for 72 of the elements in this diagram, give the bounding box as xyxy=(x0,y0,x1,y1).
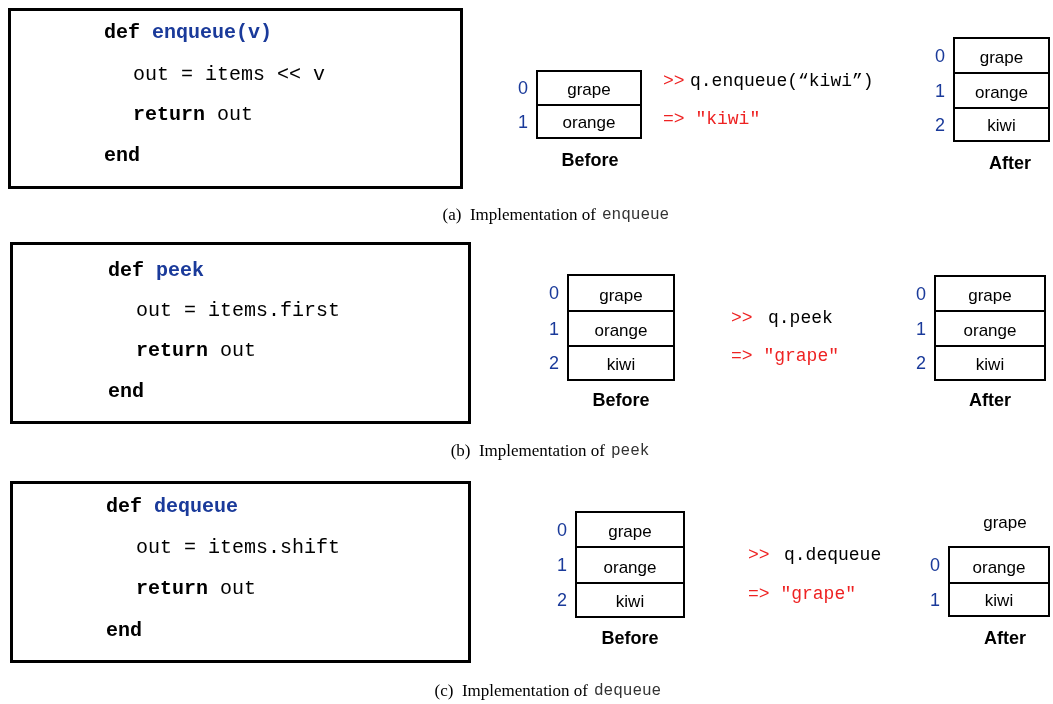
code-keyword: def xyxy=(104,21,140,45)
cell-value: orange xyxy=(603,557,657,579)
cell-value: grape xyxy=(599,285,643,307)
cell-value: kiwi xyxy=(984,590,1014,612)
cell-value: grape xyxy=(979,47,1024,69)
code-line: out = items << v xyxy=(133,63,326,87)
console-output: >> xyxy=(731,307,753,329)
caption-code: enqueue xyxy=(602,205,670,226)
index-number: 2 xyxy=(557,589,567,611)
state-label: After xyxy=(984,627,1026,649)
index-number: 1 xyxy=(935,79,945,102)
cell-value: grape xyxy=(567,79,611,101)
cell-value: grape xyxy=(968,285,1012,307)
cell-value: orange xyxy=(972,557,1026,579)
index-number: 0 xyxy=(935,44,945,67)
console-output: => "grape" xyxy=(731,345,840,367)
function-name: dequeue xyxy=(154,495,239,519)
index-number: 1 xyxy=(557,554,567,576)
code-keyword: end xyxy=(104,144,140,168)
state-label: Before xyxy=(561,149,619,171)
index-number: 1 xyxy=(916,317,926,340)
code-line: return out xyxy=(133,103,254,127)
code-box xyxy=(10,481,471,663)
code-line: out = items.first xyxy=(136,299,341,323)
cell-value: kiwi xyxy=(987,115,1016,137)
index-number: 1 xyxy=(518,110,528,133)
figure-caption: (a) Implementation of xyxy=(442,204,596,226)
cell-value: kiwi xyxy=(975,354,1005,376)
function-name: enqueue(v) xyxy=(152,21,273,45)
code-keyword: end xyxy=(106,619,142,643)
removed-item: grape xyxy=(983,512,1027,534)
index-number: 0 xyxy=(930,554,940,576)
index-number: 2 xyxy=(549,352,559,374)
code-box xyxy=(10,242,471,424)
code-keyword: end xyxy=(108,380,144,404)
console-output: => "grape" xyxy=(748,583,857,605)
caption-code: peek xyxy=(611,441,650,462)
index-number: 0 xyxy=(549,282,559,304)
state-label: After xyxy=(989,152,1031,174)
cell-value: orange xyxy=(594,320,648,342)
cell-value: grape xyxy=(608,521,652,543)
state-label: Before xyxy=(592,389,650,411)
console-output: => "kiwi" xyxy=(663,108,761,130)
index-number: 1 xyxy=(930,588,940,611)
code-line: out = items.shift xyxy=(136,536,341,560)
cell-value: orange xyxy=(975,82,1028,104)
console-output: >> xyxy=(663,70,685,92)
console-command: q.dequeue xyxy=(784,544,882,566)
console-command: q.peek xyxy=(768,307,833,329)
index-number: 2 xyxy=(935,113,945,136)
caption-code: dequeue xyxy=(594,681,662,702)
console-output: >> xyxy=(748,544,770,566)
code-keyword: def xyxy=(106,495,142,519)
index-number: 1 xyxy=(549,317,559,340)
state-label: Before xyxy=(601,627,659,649)
index-number: 0 xyxy=(518,77,528,99)
figure-caption: (b) Implementation of xyxy=(450,440,605,462)
cell-value: kiwi xyxy=(606,354,636,376)
code-keyword: def xyxy=(108,259,144,283)
index-number: 0 xyxy=(557,518,567,541)
code-line: return out xyxy=(136,577,257,601)
code-box xyxy=(8,8,463,189)
index-number: 2 xyxy=(916,352,926,374)
cell-value: kiwi xyxy=(615,591,645,613)
console-command: q.enqueue(“kiwi”) xyxy=(690,70,874,92)
index-number: 0 xyxy=(916,282,926,305)
cell-value: orange xyxy=(562,112,616,134)
function-name: peek xyxy=(156,259,205,283)
figure-caption: (c) Implementation of xyxy=(434,680,588,702)
state-label: After xyxy=(969,389,1011,411)
cell-value: orange xyxy=(963,320,1017,342)
code-line: return out xyxy=(136,339,257,363)
